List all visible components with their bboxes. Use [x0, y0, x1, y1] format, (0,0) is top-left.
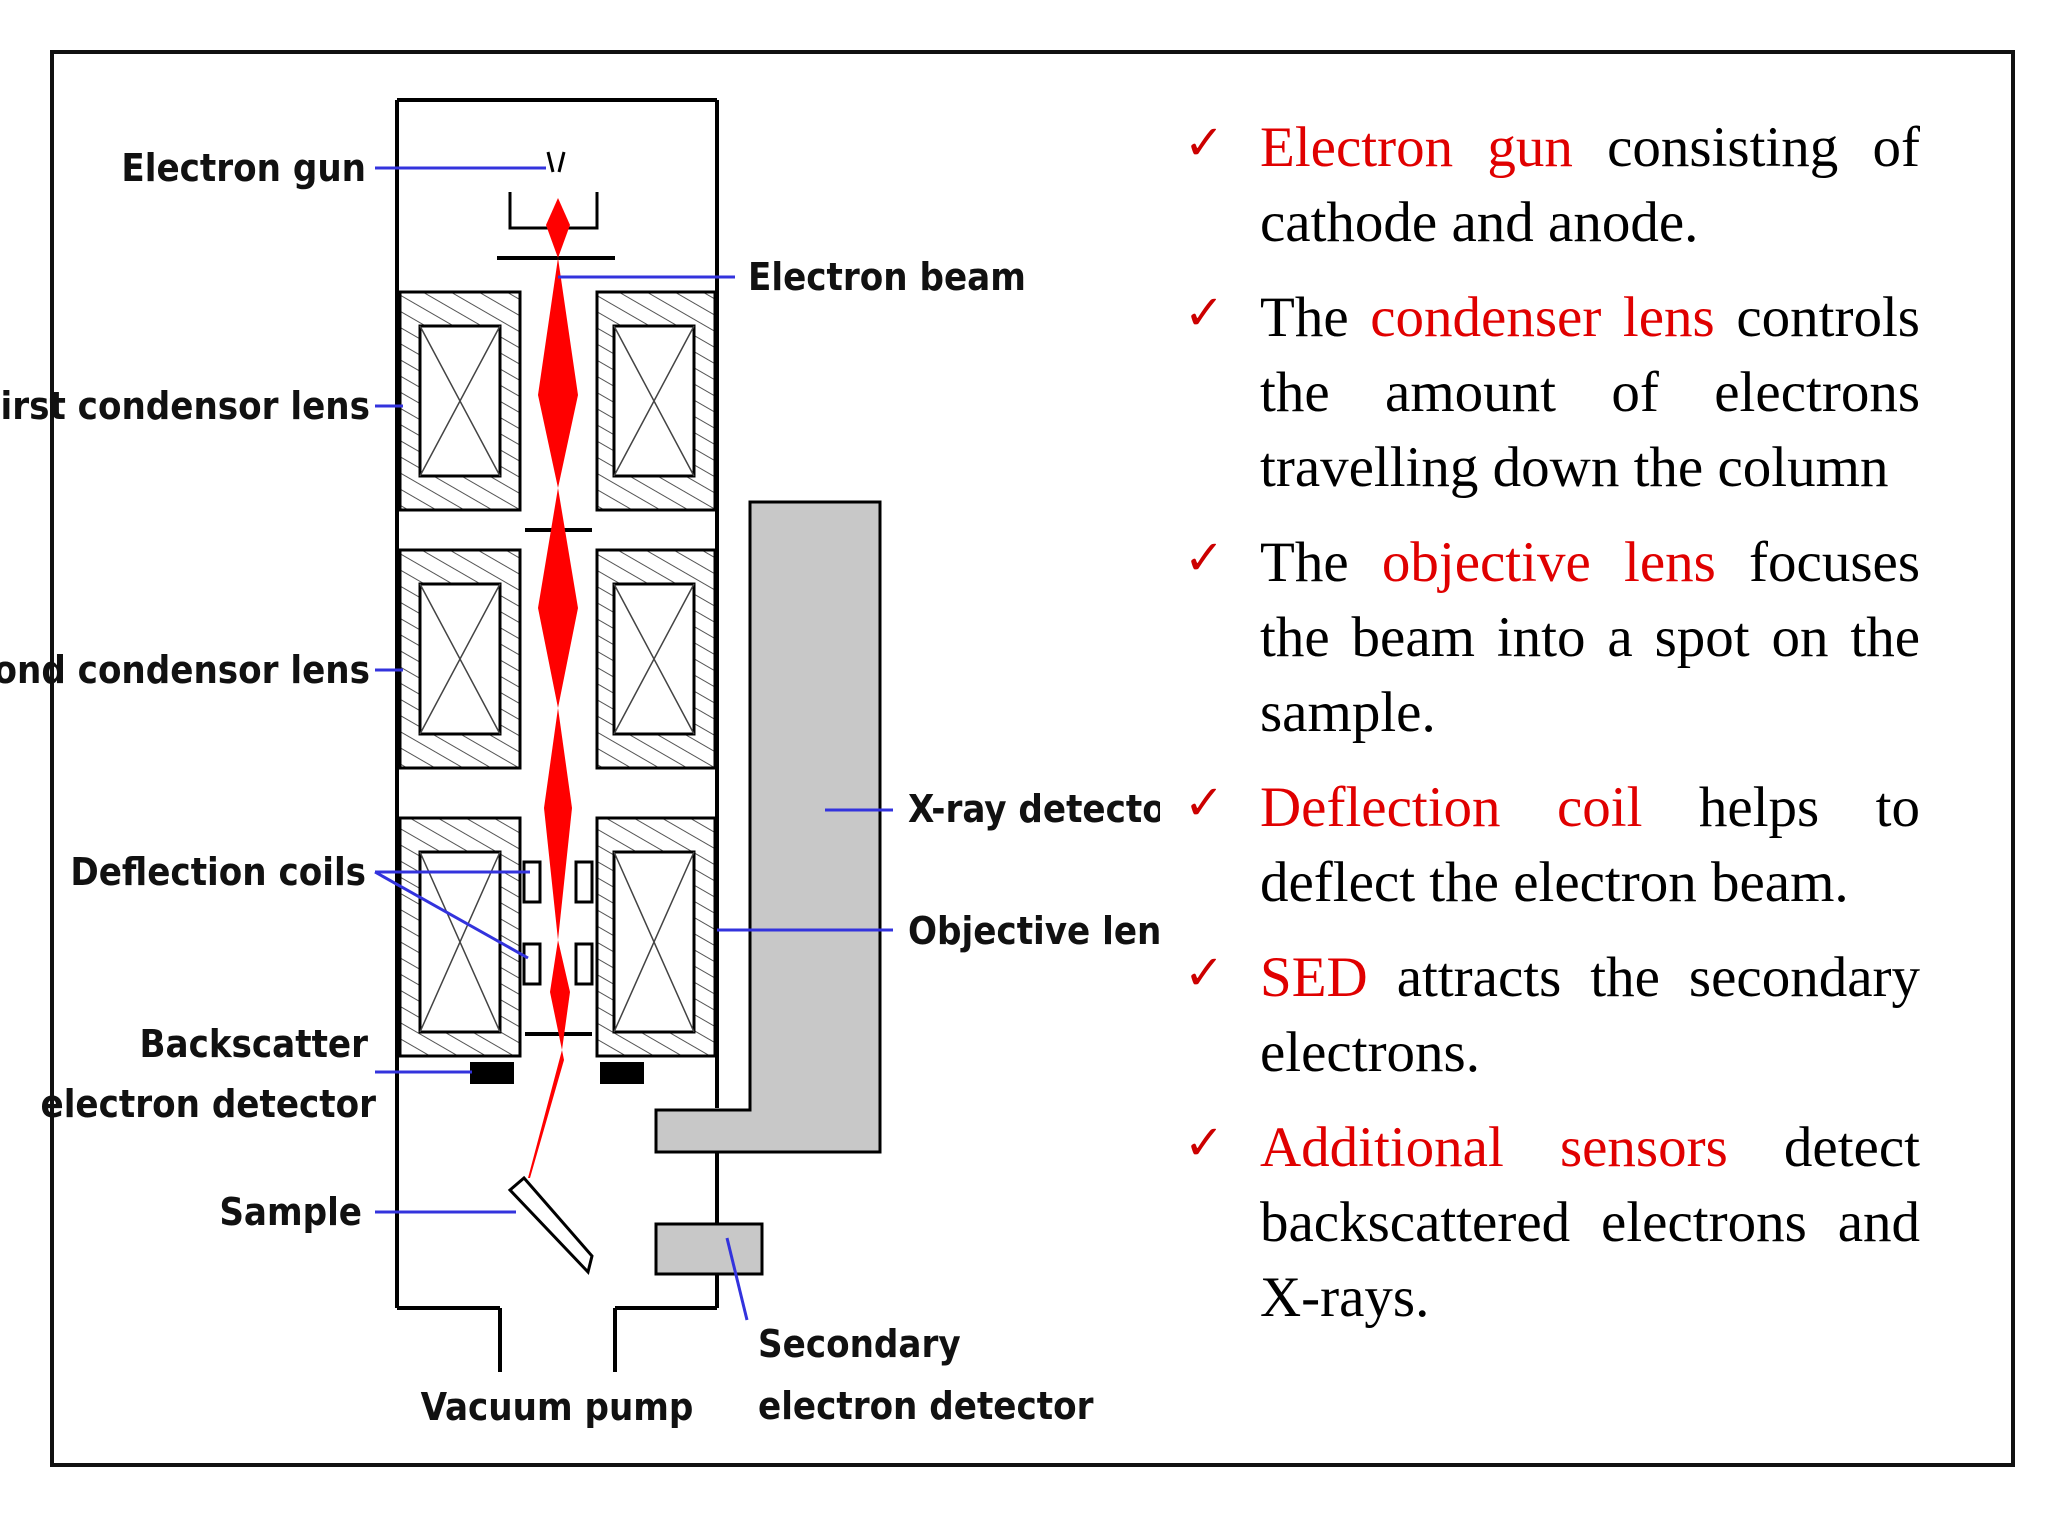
bullet-text: controls the amount of electrons travell… [1260, 286, 1920, 499]
bullet-objective-lens: ✓ The objective lens focuses the beam in… [1180, 525, 1920, 750]
label-electron-beam: Electron beam [748, 255, 1026, 299]
check-icon: ✓ [1184, 530, 1225, 586]
objective-lens-block [398, 816, 717, 1058]
deflection-coils-shape [522, 860, 594, 986]
bullet-text: consisting of cathode and anode. [1260, 116, 1920, 254]
electron-beam [528, 198, 578, 1178]
check-icon: ✓ [1184, 115, 1225, 171]
check-icon: ✓ [1184, 1115, 1225, 1171]
highlight-text: Electron gun [1260, 116, 1573, 179]
bullet-electron-gun: ✓ Electron gun consisting of cathode and… [1180, 110, 1920, 260]
bullet-additional-sensors: ✓ Additional sensors detect backscattere… [1180, 1110, 1920, 1335]
bullet-condenser-lens: ✓ The condenser lens controls the amount… [1180, 280, 1920, 505]
bullet-prefix: The [1260, 286, 1371, 349]
bullet-text: helps to deflect the electron beam. [1260, 776, 1920, 914]
label-deflection-coils: Deflection coils [70, 850, 366, 894]
label-secondary-line1: Secondary [758, 1322, 961, 1366]
bullet-text: detect backscattered electrons and X-ray… [1260, 1116, 1920, 1329]
label-backscatter-line2: electron detector [41, 1082, 377, 1126]
label-backscatter-line1: Backscatter [139, 1022, 368, 1066]
check-icon: ✓ [1184, 945, 1225, 1001]
label-second-condensor-lens: Second condensor lens [0, 648, 370, 692]
bullet-prefix: The [1260, 531, 1382, 594]
bullet-sed: ✓ SED attracts the secondary electrons. [1180, 940, 1920, 1090]
bullet-text: attracts the secondary electrons. [1260, 946, 1920, 1084]
check-icon: ✓ [1184, 775, 1225, 831]
label-sample: Sample [219, 1190, 362, 1234]
highlight-text: Deflection coil [1260, 776, 1643, 839]
label-electron-gun: Electron gun [121, 146, 366, 190]
sample-shape [507, 1175, 594, 1276]
label-secondary-line2: electron detector [758, 1384, 1094, 1428]
column-walls [395, 98, 719, 1372]
bullet-list: ✓ Electron gun consisting of cathode and… [1180, 110, 1920, 1355]
label-xray-detector: X-ray detector [908, 787, 1160, 831]
highlight-text: condenser lens [1370, 286, 1715, 349]
highlight-text: objective lens [1381, 531, 1716, 594]
leader-lines [374, 166, 893, 1321]
first-condensor-lens [398, 290, 717, 512]
bullet-deflection-coil: ✓ Deflection coil helps to deflect the e… [1180, 770, 1920, 920]
secondary-detector-shape [654, 1222, 764, 1276]
check-icon: ✓ [1184, 285, 1225, 341]
second-condensor-lens [398, 548, 717, 770]
xray-detector-shape [654, 500, 882, 1154]
label-vacuum-pump: Vacuum pump [421, 1385, 694, 1429]
highlight-text: Additional sensors [1260, 1116, 1728, 1179]
label-objective-lens: Objective lens [908, 909, 1160, 953]
highlight-text: SED [1260, 946, 1368, 1009]
sem-diagram: Electron gun Electron beam First condens… [0, 98, 1160, 1429]
backscatter-detector-shape [470, 1062, 644, 1084]
slide-frame [50, 50, 2015, 1467]
label-first-condensor-lens: First condensor lens [0, 384, 370, 428]
bullet-text: focuses the beam into a spot on the samp… [1260, 531, 1921, 744]
